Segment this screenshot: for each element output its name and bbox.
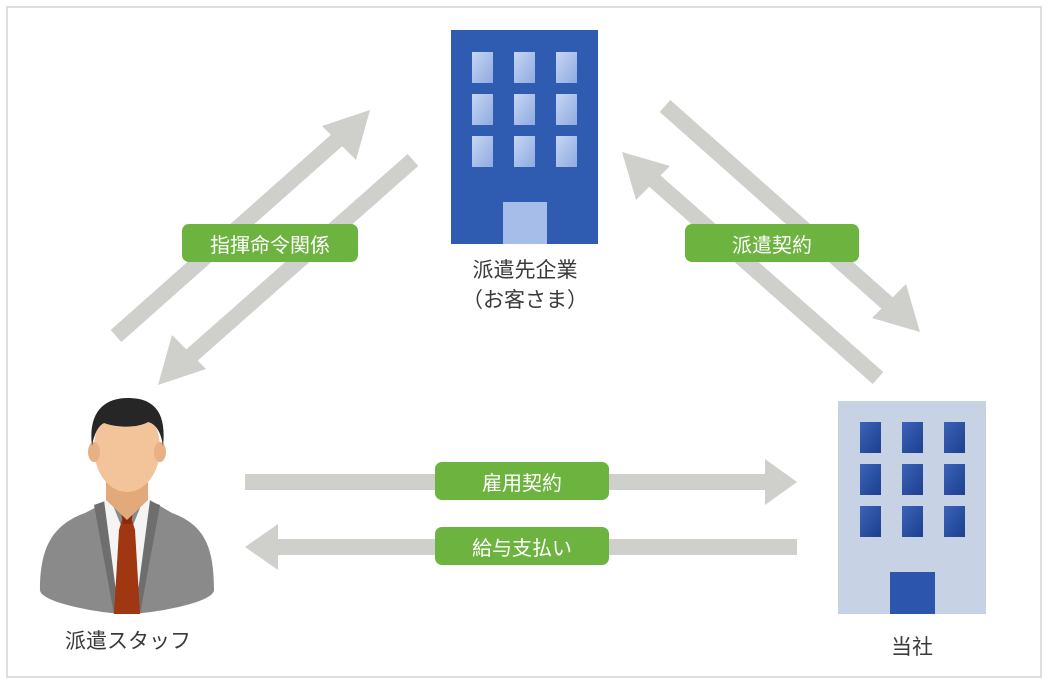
- salary-payment-badge: 給与支払い: [435, 527, 609, 565]
- arrow-company-to-client: [622, 152, 884, 384]
- arrow-client-to-company: [659, 100, 920, 332]
- dispatch-contract-badge: 派遣契約: [685, 224, 859, 262]
- company-building-door: [890, 572, 935, 614]
- client-building-door: [503, 202, 547, 244]
- employment-contract-badge: 雇用契約: [435, 462, 609, 500]
- client-label: 派遣先企業 （お客さま）: [440, 255, 610, 315]
- company-label: 当社: [891, 635, 933, 659]
- command-relation-badge: 指揮命令関係: [182, 224, 358, 262]
- staff-label: 派遣スタッフ: [65, 629, 191, 653]
- client-building-windows: [472, 52, 577, 167]
- staff-person-icon: [40, 398, 214, 614]
- company-building-icon: [838, 401, 986, 614]
- client-building-icon: [451, 30, 598, 244]
- client-label-line1: 派遣先企業: [472, 258, 578, 282]
- client-label-line2: （お客さま）: [462, 288, 588, 312]
- company-building-windows: [860, 422, 965, 537]
